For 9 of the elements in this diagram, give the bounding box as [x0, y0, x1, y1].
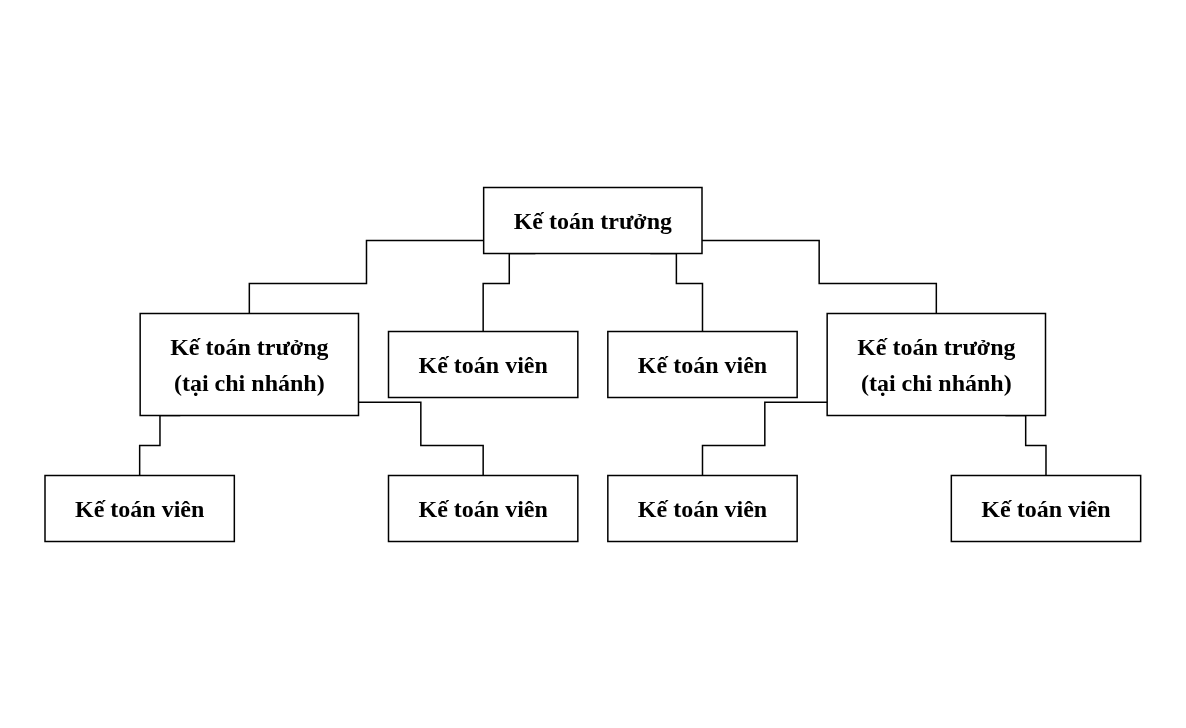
node-box: Kế toán viên: [387, 474, 579, 542]
node-box: Kế toán viên: [607, 474, 799, 542]
node-box: Kế toán viên: [387, 330, 579, 398]
node-box: Kế toán viên: [607, 330, 799, 398]
node-box: Kế toán trưởng (tại chi nhánh): [826, 312, 1047, 416]
node-box: Kế toán viên: [950, 474, 1142, 542]
node-box: Kế toán trưởng: [483, 186, 703, 254]
node-box: Kế toán trưởng (tại chi nhánh): [139, 312, 360, 416]
node-box: Kế toán viên: [44, 474, 236, 542]
